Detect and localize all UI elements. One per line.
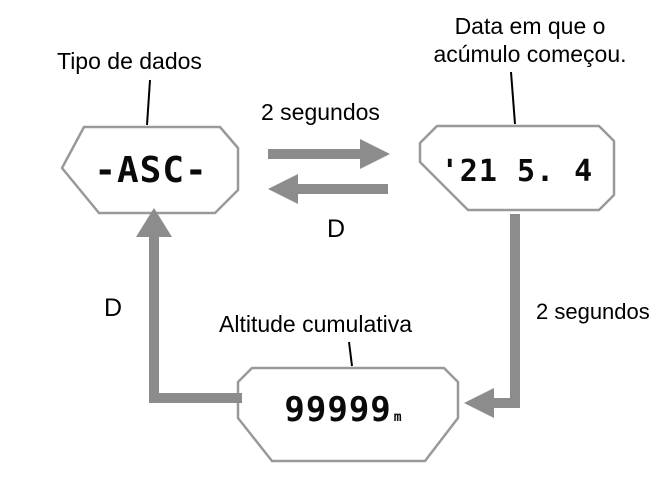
callout-line-altitude <box>348 341 353 367</box>
arrow-up-icon <box>136 208 242 403</box>
callout-line-start-date <box>510 71 516 125</box>
lcd-altitude-digits: 99999 <box>284 390 392 430</box>
label-data-type: Tipo de dados <box>57 48 202 74</box>
lcd-outline-data-type <box>60 125 240 215</box>
label-2-seconds-top: 2 segundos <box>261 99 380 125</box>
lcd-outline-start-date <box>418 124 616 212</box>
callout-line-data-type <box>146 79 151 126</box>
label-d-button-center: D <box>327 215 346 243</box>
arrow-right-icon <box>268 139 390 169</box>
arrow-left-icon <box>268 174 388 204</box>
lcd-value-start-date: '21 5. 4 <box>440 154 594 189</box>
label-d-button-left: D <box>104 294 123 322</box>
label-start-date-line2: acúmulo começou. <box>433 41 627 67</box>
arrow-down-left-icon <box>464 214 520 418</box>
lcd-value-data-type: -ASC- <box>94 150 208 191</box>
label-2-seconds-right: 2 segundos <box>536 299 650 324</box>
label-start-date-line1: Data em que o <box>454 13 606 39</box>
label-cumulative-altitude: Altitude cumulativa <box>219 311 413 337</box>
lcd-altitude-unit: m <box>393 410 402 425</box>
lcd-value-cumulative-altitude: 99999 m <box>250 390 436 430</box>
